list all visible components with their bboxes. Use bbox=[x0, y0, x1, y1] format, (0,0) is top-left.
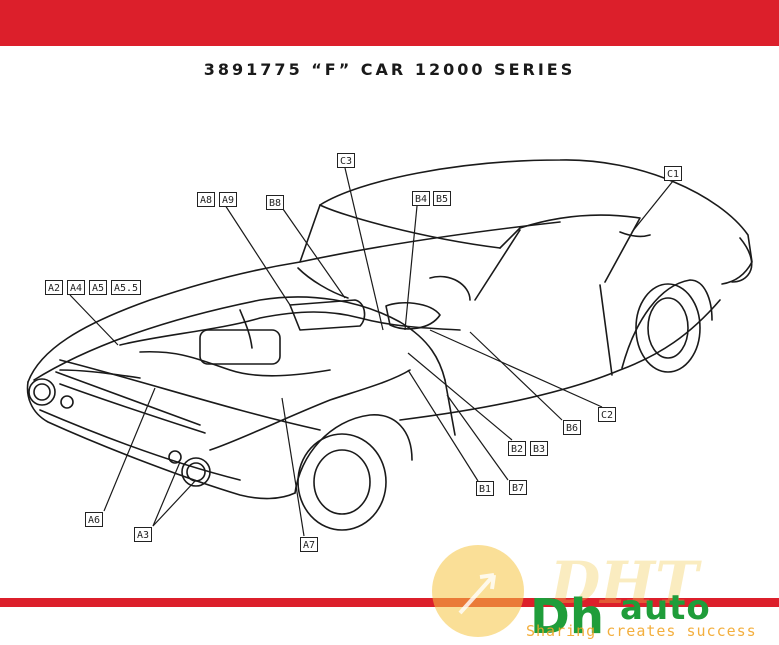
callout-b5: B5 bbox=[433, 191, 452, 206]
callout-b6: B6 bbox=[563, 420, 582, 435]
page-title: 3891775 “F” CAR 12000 SERIES bbox=[203, 60, 576, 79]
callout-a5: A5 bbox=[89, 280, 108, 295]
callout-c2: C2 bbox=[598, 407, 617, 422]
bottom-red-band bbox=[0, 598, 779, 607]
leader-c3 bbox=[344, 167, 384, 331]
callout-c3: C3 bbox=[337, 153, 356, 168]
callout-b7: B7 bbox=[509, 480, 528, 495]
leader-c1 bbox=[631, 180, 674, 233]
callout-b1: B1 bbox=[476, 481, 495, 496]
callout-a4: A4 bbox=[67, 280, 86, 295]
leader-c2 bbox=[429, 329, 603, 408]
callout-c1: C1 bbox=[664, 166, 683, 181]
callout-a8: A8 bbox=[197, 192, 216, 207]
callout-b8: B8 bbox=[266, 195, 285, 210]
callout-a55: A5.5 bbox=[111, 280, 142, 295]
callout-a2: A2 bbox=[45, 280, 64, 295]
leader-b7 bbox=[446, 394, 509, 481]
callout-b3: B3 bbox=[530, 441, 549, 456]
callout-a9: A9 bbox=[219, 192, 238, 207]
callout-b2: B2 bbox=[508, 441, 527, 456]
svg-text:Dh: Dh bbox=[530, 589, 604, 645]
leader-b4b5 bbox=[404, 205, 418, 331]
leader-b2b3 bbox=[407, 352, 513, 441]
top-red-band bbox=[0, 0, 779, 46]
leader-a3a bbox=[152, 461, 181, 527]
leader-b6 bbox=[469, 331, 563, 421]
callout-b4: B4 bbox=[412, 191, 431, 206]
leader-a8a9 bbox=[224, 204, 291, 306]
leader-a2 bbox=[69, 294, 119, 346]
callout-a6: A6 bbox=[85, 512, 104, 527]
watermark-logo: DHT Dh bbox=[432, 545, 702, 645]
leader-b1 bbox=[407, 369, 479, 482]
leader-b8 bbox=[282, 208, 346, 299]
svg-text:DHT: DHT bbox=[548, 549, 702, 617]
watermark-brand: auto bbox=[620, 588, 711, 628]
leader-a6 bbox=[103, 387, 156, 512]
callout-a3: A3 bbox=[134, 527, 153, 542]
callout-a7: A7 bbox=[300, 537, 319, 552]
leader-a7 bbox=[281, 397, 305, 537]
watermark-tagline: Sharing creates success bbox=[526, 622, 757, 640]
leader-a3b bbox=[152, 479, 197, 527]
